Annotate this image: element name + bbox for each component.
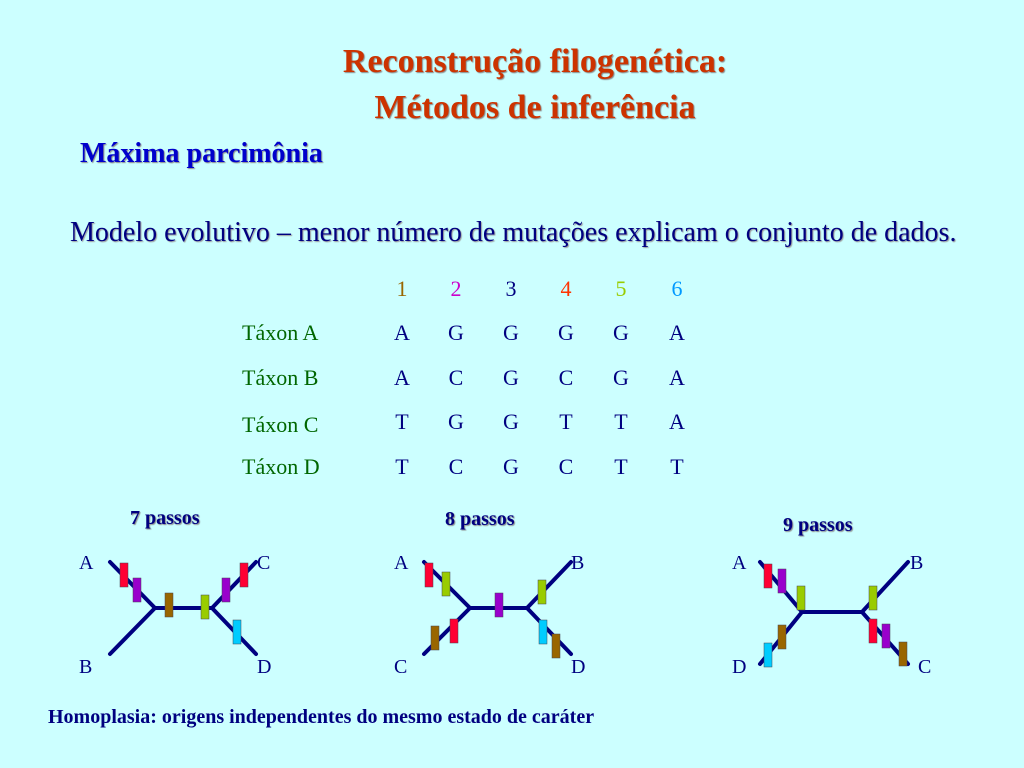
matrix-cell: T	[614, 409, 628, 434]
tree3-mutation-mark	[777, 624, 787, 650]
matrix-cell: G	[448, 409, 464, 434]
tree2-mutation-mark	[538, 619, 548, 645]
matrix-cell: A	[669, 365, 685, 390]
matrix-cell: C	[558, 454, 574, 479]
tree2-branch-d	[525, 606, 573, 656]
matrix-cell: A	[669, 409, 685, 434]
tree2-mutation-mark	[449, 618, 459, 644]
taxon-label-d: Táxon D	[242, 454, 320, 479]
tree1-steps-label: 7 passos	[130, 507, 200, 529]
tree1-mutation-mark	[200, 594, 210, 620]
tree2-mutation-mark	[424, 562, 434, 588]
tree2-branch-b	[525, 560, 573, 610]
section-subtitle: Máxima parcimônia	[80, 138, 323, 169]
matrix-cell: T	[670, 454, 684, 479]
tree2-leaf-top-right: B	[571, 552, 585, 574]
description-text: Modelo evolutivo – menor número de mutaç…	[70, 217, 957, 248]
matrix-cell: T	[559, 409, 573, 434]
tree1-leaf-top-right: C	[257, 552, 271, 574]
tree3-leaf-top-left: A	[732, 552, 747, 574]
tree1-leaf-top-left: A	[79, 552, 94, 574]
tree3-mutation-mark	[868, 585, 878, 611]
tree2-leaf-bottom-left: C	[394, 656, 408, 678]
tree2-steps-label: 8 passos	[445, 508, 515, 530]
tree2-leaf-bottom-right: D	[571, 656, 586, 678]
tree2-mutation-mark	[551, 633, 561, 659]
matrix-cell: T	[395, 454, 409, 479]
tree3-steps-label: 9 passos	[783, 514, 853, 536]
matrix-cell: G	[613, 320, 629, 345]
tree3-mutation-mark	[881, 623, 891, 649]
tree3-mutation-mark	[763, 563, 773, 589]
taxon-label-a: Táxon A	[242, 320, 319, 345]
column-header-3: 3	[505, 276, 517, 301]
page-title-line1: Reconstrução filogenética:	[342, 43, 728, 80]
matrix-cell: G	[448, 320, 464, 345]
matrix-cell: C	[448, 454, 464, 479]
tree3-mutation-mark	[796, 585, 806, 611]
tree1-branch-a	[108, 560, 157, 610]
tree1-mutation-mark	[119, 562, 129, 588]
tree1-branch-c	[210, 560, 258, 610]
tree3-mutation-mark	[763, 642, 773, 668]
tree1-mutation-mark	[164, 592, 174, 618]
column-header-2: 2	[450, 276, 462, 301]
tree1-mutation-mark	[221, 577, 231, 603]
tree3-leaf-bottom-right: C	[918, 656, 932, 678]
matrix-cell: T	[614, 454, 628, 479]
column-header-1: 1	[396, 276, 408, 301]
matrix-cell: A	[669, 320, 685, 345]
column-header-6: 6	[671, 276, 683, 301]
matrix-cell: G	[503, 409, 519, 434]
tree2-mutation-mark	[430, 625, 440, 651]
tree1-branch-b	[108, 606, 157, 656]
footer-note: Homoplasia: origens independentes do mes…	[48, 706, 595, 728]
taxon-label-b: Táxon B	[242, 365, 319, 390]
tree1-mutation-mark	[232, 619, 242, 645]
matrix-cell: C	[448, 365, 464, 390]
column-header-4: 4	[560, 276, 572, 301]
tree2-mutation-mark	[441, 571, 451, 597]
tree1-mutation-mark	[239, 562, 249, 588]
matrix-cell: G	[503, 365, 519, 390]
tree1-mutation-mark	[132, 577, 142, 603]
tree1-leaf-bottom-right: D	[257, 656, 272, 678]
tree3-mutation-mark	[777, 568, 787, 594]
matrix-cell: G	[558, 320, 574, 345]
column-header-5: 5	[615, 276, 627, 301]
taxon-label-c: Táxon C	[242, 412, 319, 437]
page-title-line2: Métodos de inferência	[374, 89, 696, 126]
tree3-leaf-top-right: B	[910, 552, 924, 574]
tree1-leaf-bottom-left: B	[79, 656, 93, 678]
matrix-cell: A	[394, 320, 410, 345]
matrix-cell: G	[503, 320, 519, 345]
tree3-leaf-bottom-left: D	[732, 656, 747, 678]
matrix-cell: C	[558, 365, 574, 390]
tree3-mutation-mark	[868, 618, 878, 644]
tree2-leaf-top-left: A	[394, 552, 409, 574]
tree3-mutation-mark	[898, 641, 908, 667]
matrix-cell: T	[395, 409, 409, 434]
matrix-cell: G	[613, 365, 629, 390]
tree2-mutation-mark	[494, 592, 504, 618]
tree2-mutation-mark	[537, 579, 547, 605]
matrix-cell: G	[503, 454, 519, 479]
matrix-cell: A	[394, 365, 410, 390]
